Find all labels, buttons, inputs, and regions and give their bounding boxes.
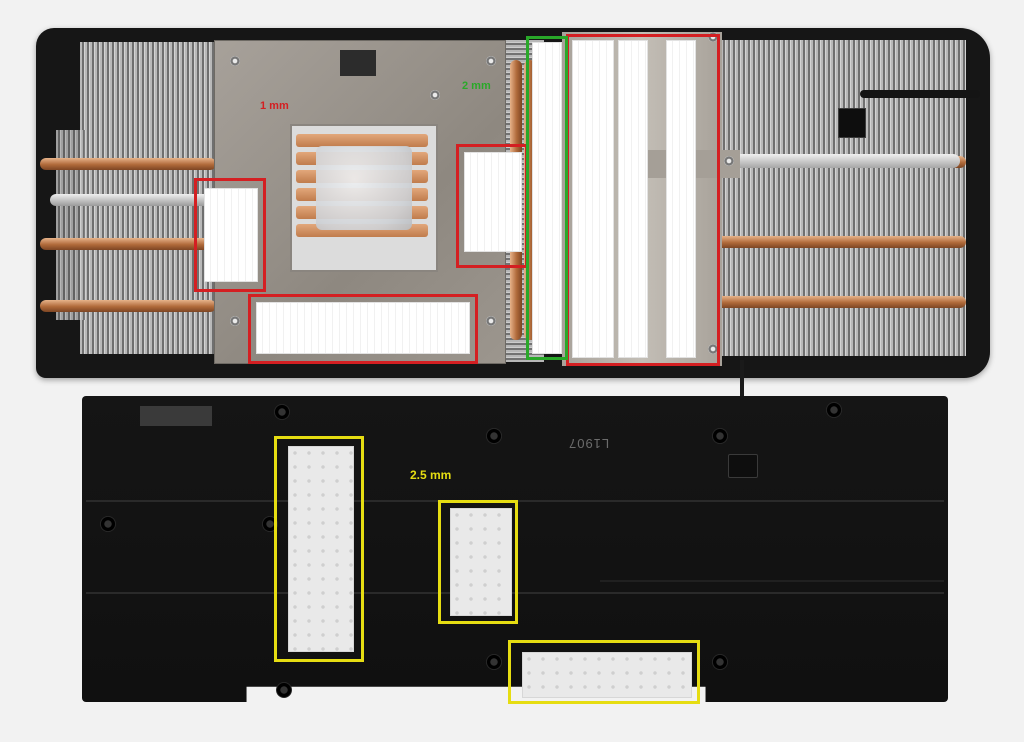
heat-pipe-left-top	[40, 158, 216, 170]
fan-connector-top	[838, 108, 866, 138]
backplate-marking: L1907	[568, 436, 610, 451]
red-box-memory	[566, 34, 720, 366]
thermal-pad-strip-3	[666, 40, 696, 358]
backplate-pad-left	[288, 446, 354, 652]
screw-icon	[486, 56, 496, 66]
label-1mm: 1 mm	[260, 100, 289, 112]
heat-pipe-right-2	[716, 236, 966, 248]
red-box-bottom	[248, 294, 478, 364]
screw-icon	[274, 404, 290, 420]
heatsink-rod-right	[720, 154, 960, 168]
heat-pipe-left-mid	[40, 238, 216, 250]
screw-icon	[826, 402, 842, 418]
red-box-right	[456, 144, 528, 268]
heatsink-rod	[50, 194, 220, 206]
heat-pipe-right-3	[716, 296, 966, 308]
base-plate-cutout	[340, 50, 376, 76]
fan-connector	[728, 454, 758, 478]
fan-cable-top	[860, 90, 980, 98]
thermal-paste	[316, 146, 412, 230]
screw-icon	[430, 90, 440, 100]
thermal-pad-right	[464, 152, 522, 252]
backplate-pad-middle	[450, 508, 512, 616]
backplate-sticker	[140, 406, 212, 426]
label-2-5mm: 2.5 mm	[410, 468, 452, 482]
thermal-pad-strip-green	[532, 42, 562, 354]
yellow-box-bottom	[508, 640, 700, 704]
screw-icon	[486, 428, 502, 444]
thermal-pad-strip-1	[572, 40, 614, 358]
screw-icon	[712, 428, 728, 444]
copper-pipe-1	[296, 134, 428, 147]
screw-icon	[708, 32, 718, 42]
thermal-pad-left	[204, 188, 258, 282]
label-2mm: 2 mm	[462, 80, 491, 92]
backplate-groove-3	[600, 580, 944, 582]
screw-icon	[712, 654, 728, 670]
screw-icon	[230, 316, 240, 326]
thermal-pad-bottom	[256, 302, 470, 354]
red-box-left	[194, 178, 266, 292]
screw-icon	[230, 56, 240, 66]
screw-icon	[708, 344, 718, 354]
heat-pipe-left-bottom	[40, 300, 216, 312]
screw-icon	[100, 516, 116, 532]
yellow-box-left	[274, 436, 364, 662]
green-box	[526, 36, 568, 360]
backplate-pad-bottom	[522, 652, 692, 698]
screw-icon	[724, 156, 734, 166]
right-fin-stack	[716, 40, 966, 356]
screw-icon	[276, 682, 292, 698]
screw-icon	[486, 654, 502, 670]
yellow-box-middle	[438, 500, 518, 624]
thermal-pad-strip-2	[618, 40, 648, 358]
screw-icon	[486, 316, 496, 326]
